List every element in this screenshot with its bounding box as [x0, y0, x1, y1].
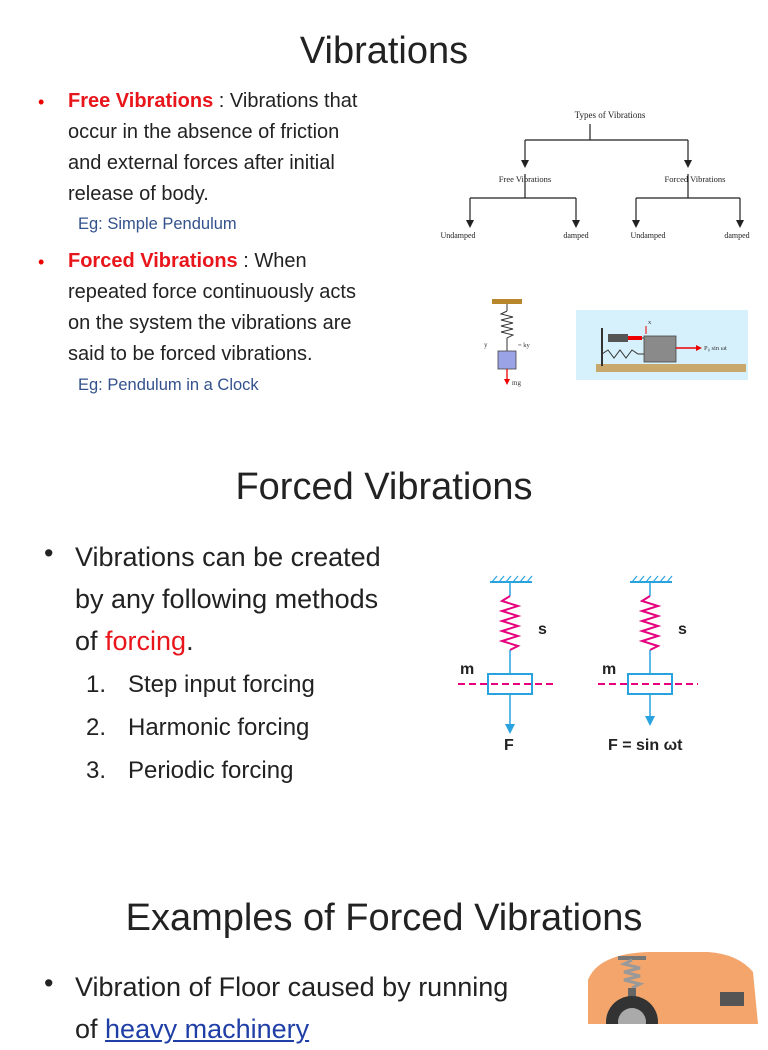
forced-text-line: repeated force continuously acts [68, 281, 356, 303]
example-simple-pendulum: Eg: Simple Pendulum [78, 215, 237, 233]
separator: : [237, 250, 255, 272]
floor-vibration-bullet: Vibration of Floor caused by running of … [75, 966, 595, 1050]
forced-text-1: When [254, 250, 307, 272]
tree-leaf: damped [724, 231, 749, 240]
free-text-line: and external forces after initial [68, 152, 335, 174]
bullet-dot: • [38, 252, 45, 272]
free-text-1: Vibrations that [229, 90, 358, 112]
bullet-dot: • [38, 92, 45, 112]
list-item-step: Step input forcing [128, 671, 315, 698]
force-label: F [504, 737, 514, 754]
tree-forced: Forced Vibrations [665, 174, 726, 184]
mass-label: m [602, 661, 616, 678]
forcing-word: forcing [105, 626, 187, 656]
step-forcing-diagram [458, 575, 554, 734]
forcing-diagrams: s m F s m F = sin ωt [458, 575, 698, 754]
mass-label: m [460, 661, 474, 678]
forcing-intro: Vibrations can be created by any followi… [75, 536, 445, 662]
separator: : [213, 90, 230, 112]
types-of-vibrations-tree: Types of Vibrations Free Vibrations Forc… [440, 110, 749, 240]
floor-line-2-pre: of [75, 1014, 106, 1044]
free-vibrations-bullet: Free Vibrations : Vibrations that occur … [68, 86, 438, 210]
tree-leaf: Undamped [630, 231, 665, 240]
car-suspension-image [588, 952, 758, 1024]
free-text-line: occur in the absence of friction [68, 121, 340, 143]
intro-line: Vibrations can be created [75, 542, 381, 572]
intro-post: . [186, 626, 194, 656]
list-number: 1. [86, 671, 107, 698]
bullet-dot: • [44, 538, 54, 568]
harmonic-forcing-diagram [598, 575, 698, 726]
list-number: 2. [86, 714, 107, 741]
bullet-dot: • [44, 968, 54, 998]
slide3-title: Examples of Forced Vibrations [125, 897, 643, 939]
x-label: x [648, 319, 652, 326]
list-item-periodic: Periodic forcing [128, 757, 294, 784]
forced-vibrations-term: Forced Vibrations [68, 250, 238, 272]
intro-line: by any following methods [75, 584, 379, 614]
list-number: 3. [86, 757, 107, 784]
free-vibrations-term: Free Vibrations [68, 90, 214, 112]
example-pendulum-clock: Eg: Pendulum in a Clock [78, 376, 259, 394]
free-text-line: release of body. [68, 183, 209, 205]
horizontal-spring-figure: P₀ sin ωt x [576, 310, 748, 380]
tree-root: Types of Vibrations [575, 110, 646, 120]
spring-label: s [538, 621, 547, 638]
tree-free: Free Vibrations [499, 174, 551, 184]
slide2-title: Forced Vibrations [235, 466, 533, 508]
spring-mass-figure: mg = ky y [484, 299, 531, 387]
forced-vibrations-bullet: Forced Vibrations : When repeated force … [68, 246, 438, 370]
spring-label: s [678, 621, 687, 638]
harmonic-force-label: F = sin ωt [608, 737, 683, 754]
p0-label: P₀ sin ωt [704, 345, 727, 352]
floor-line-1: Vibration of Floor caused by running [75, 972, 509, 1002]
spring-force-label: = ky [518, 342, 531, 349]
forced-text-line: said to be forced vibrations. [68, 343, 313, 365]
disp-label: y [484, 341, 488, 349]
intro-pre: of [75, 626, 106, 656]
slide1-title: Vibrations [299, 30, 469, 72]
tree-leaf: damped [563, 231, 588, 240]
forced-text-line: on the system the vibrations are [68, 312, 352, 334]
mg-label: mg [512, 379, 521, 387]
tree-leaf: Undamped [440, 231, 475, 240]
heavy-machinery-link[interactable]: heavy machinery [105, 1014, 310, 1044]
list-item-harmonic: Harmonic forcing [128, 714, 310, 741]
